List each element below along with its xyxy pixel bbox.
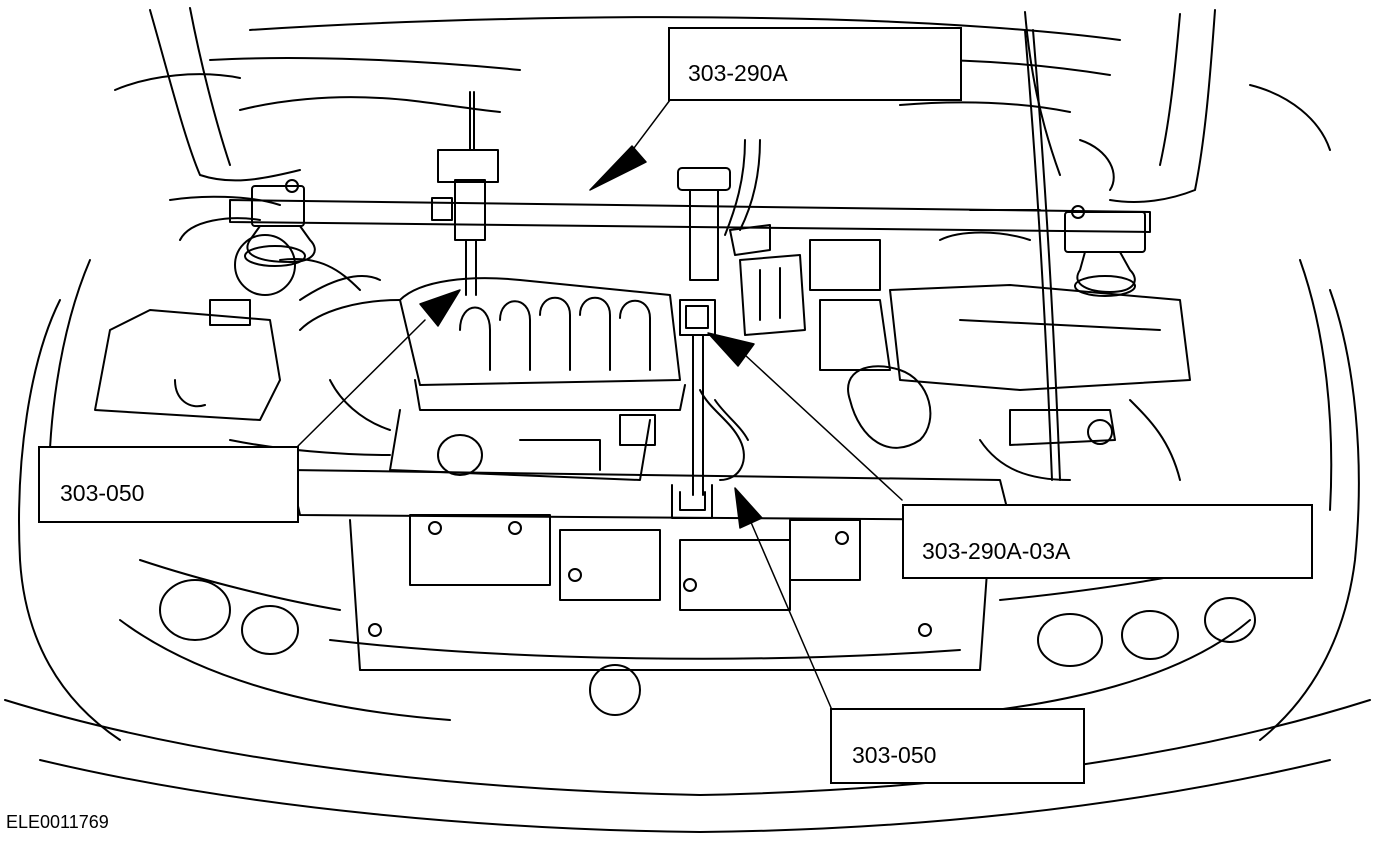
callout-box-right bbox=[902, 504, 1313, 579]
callout-box-bottom bbox=[830, 708, 1085, 784]
hood-and-fenders bbox=[114, 7, 1331, 203]
callout-label-left: 303-050 bbox=[60, 480, 145, 506]
callout-leaders bbox=[297, 99, 903, 711]
callout-label-top: 303-290A bbox=[688, 60, 788, 86]
left-components bbox=[94, 195, 401, 456]
figure-id: ELE0011769 bbox=[6, 812, 109, 832]
callout-box-top bbox=[668, 27, 962, 101]
headlamp-left bbox=[139, 559, 341, 655]
dipstick-tube bbox=[1024, 29, 1061, 481]
intake-manifold bbox=[389, 277, 686, 481]
body-outline bbox=[4, 259, 1371, 833]
callout-label-right: 303-290A-03A bbox=[922, 538, 1071, 564]
right-components bbox=[809, 209, 1191, 481]
callout-box-left bbox=[38, 446, 299, 523]
engine-support-bar bbox=[229, 91, 1151, 519]
callout-label-bottom: 303-050 bbox=[852, 742, 937, 768]
headlamp-right bbox=[999, 549, 1291, 667]
